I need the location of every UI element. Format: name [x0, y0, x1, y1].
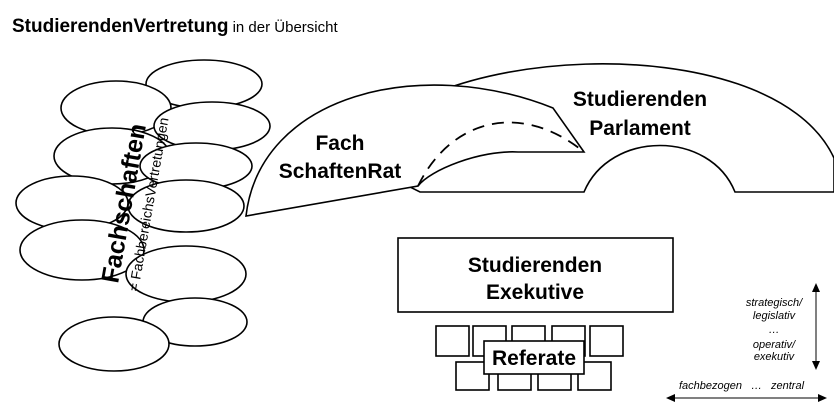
- fachschaften-cloud: [15, 59, 271, 372]
- right-arrow-icon: [818, 394, 827, 402]
- fachschaft-ellipse: [153, 101, 271, 151]
- axis-label-strategisch: strategisch/: [746, 297, 803, 309]
- exekutive-label-line1: Studierenden: [468, 254, 602, 277]
- dashed-boundary: [417, 121, 585, 187]
- fachschaft-ellipse: [58, 316, 170, 372]
- referat-square: [435, 325, 470, 357]
- left-arrow-icon: [666, 394, 675, 402]
- axis-label-zentral: zentral: [770, 380, 805, 392]
- fachschaftenrat-arc: [245, 84, 586, 217]
- down-arrow-icon: [812, 361, 820, 370]
- referate-label: Referate: [492, 347, 576, 370]
- axis-label-h-ellipsis: …: [751, 380, 762, 392]
- fachschaftenrat-label-line2: SchaftenRat: [279, 160, 402, 183]
- fachschaftenrat-label-line1: Fach: [315, 132, 364, 155]
- axis-label-exekutiv: exekutiv: [754, 351, 796, 363]
- referate-cluster: [435, 325, 624, 391]
- horizontal-axis: fachbezogen … zentral: [666, 380, 827, 402]
- parlament-label-line2: Parlament: [589, 117, 691, 140]
- exekutive-label-line2: Exekutive: [486, 281, 584, 304]
- fachschaft-ellipse: [19, 219, 145, 281]
- referat-square: [455, 361, 490, 391]
- axis-label-fachbezogen: fachbezogen: [679, 380, 742, 392]
- axis-label-operativ: operativ/: [753, 339, 796, 351]
- exekutive-box: [397, 237, 674, 313]
- vertical-axis: strategisch/ legislativ … operativ/ exek…: [746, 283, 820, 370]
- fachschaft-ellipse: [127, 179, 245, 233]
- axis-label-legislativ: legislativ: [753, 310, 797, 322]
- referat-square: [589, 325, 624, 357]
- up-arrow-icon: [812, 283, 820, 292]
- parlament-label-line1: Studierenden: [573, 88, 707, 111]
- axis-label-ellipsis: …: [769, 324, 780, 336]
- referate-label-box: [483, 340, 585, 375]
- page-title: StudierendenVertretung in der Übersicht: [12, 16, 338, 37]
